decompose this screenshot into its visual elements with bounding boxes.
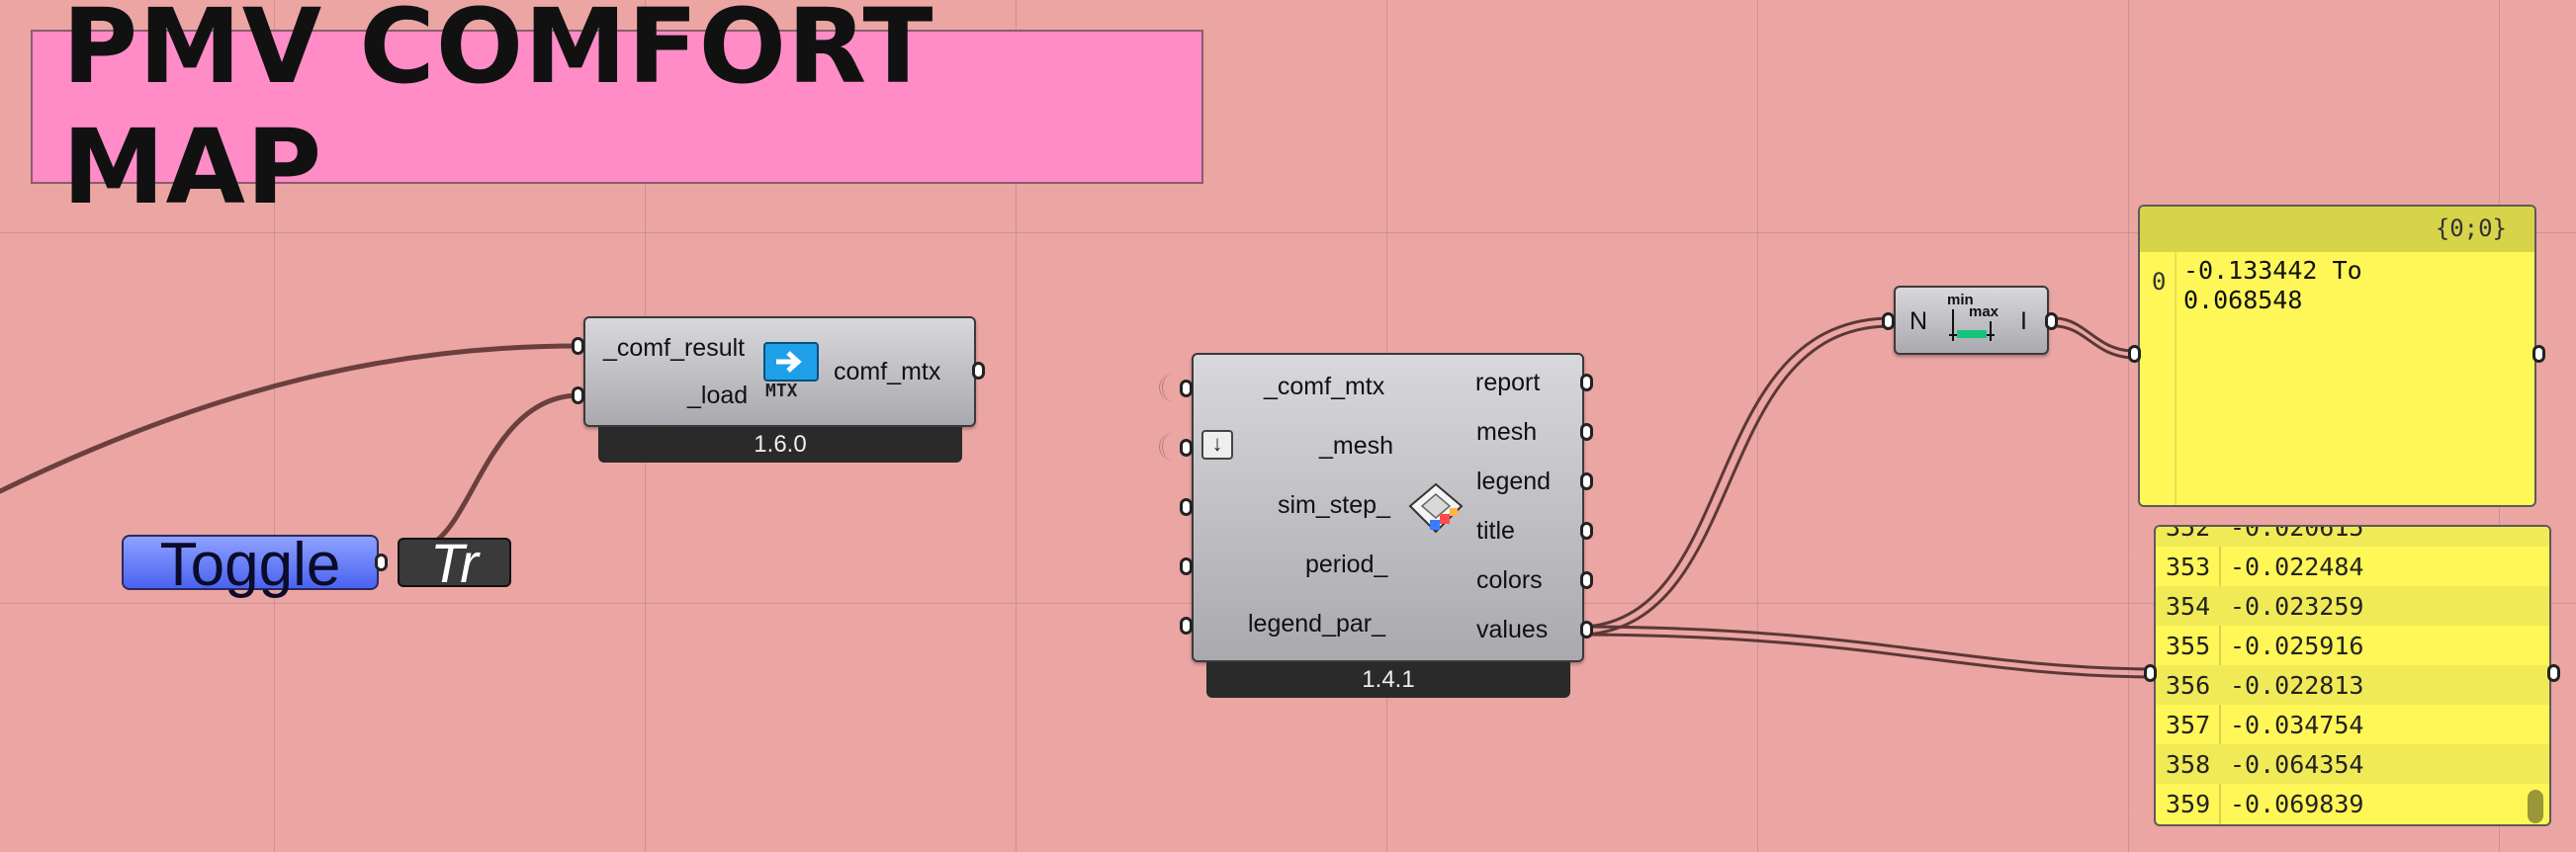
port-in-sim-step[interactable] <box>1180 498 1193 516</box>
param-ring-1 <box>1159 374 1185 401</box>
port-in-n[interactable] <box>1882 312 1895 330</box>
title-group: PMV COMFORT MAP <box>31 0 1203 227</box>
values-panel[interactable]: 352 -0.020615 353 -0.022484 354 -0.02325… <box>2154 525 2551 826</box>
input-load: _load <box>687 382 749 409</box>
port-out-report[interactable] <box>1580 374 1593 391</box>
port-in-period[interactable] <box>1180 557 1193 575</box>
row-value: -0.023259 <box>2230 592 2364 621</box>
row-index: 354 <box>2166 592 2211 621</box>
row-value: -0.064354 <box>2230 750 2364 779</box>
output-comf-mtx: comf_mtx <box>834 358 941 385</box>
mesh-grid-icon <box>1408 482 1464 534</box>
row-index: 352 <box>2166 525 2211 542</box>
param-ring-2 <box>1159 433 1185 461</box>
map-version-badge: 1.4.1 <box>1206 662 1570 698</box>
output-mesh: mesh <box>1476 418 1538 446</box>
toggle-value: Tr <box>398 532 511 594</box>
list-item: 356 -0.022813 <box>2156 665 2549 705</box>
list-item: 355 -0.025916 <box>2156 626 2549 665</box>
input-mesh: _mesh <box>1319 432 1394 460</box>
wire-load <box>432 392 582 545</box>
toggle-value-text: Tr <box>430 531 479 594</box>
range-panel[interactable]: {0;0} 0 -0.133442 To 0.068548 <box>2138 205 2536 507</box>
port-values-panel-in[interactable] <box>2144 664 2157 682</box>
row-value: -0.034754 <box>2230 711 2364 739</box>
row-index: 355 <box>2166 632 2211 660</box>
port-out-title[interactable] <box>1580 522 1593 540</box>
wire-values-to-panel-b <box>1586 633 2152 679</box>
row-value: -0.022813 <box>2230 671 2364 700</box>
row-value: -0.022484 <box>2230 553 2364 581</box>
mtx-version-badge: 1.6.0 <box>598 427 962 463</box>
range-panel-value-line2: 0.068548 <box>2183 286 2303 314</box>
list-item: 359 -0.069839 <box>2156 784 2549 823</box>
port-out-colors[interactable] <box>1580 571 1593 589</box>
row-index: 357 <box>2166 711 2211 739</box>
output-values: values <box>1476 616 1549 643</box>
min-label: min <box>1947 292 1974 308</box>
input-legend-par: legend_par_ <box>1248 610 1386 638</box>
range-panel-index-column <box>2175 252 2176 505</box>
range-panel-index: 0 <box>2152 268 2167 296</box>
input-n: N <box>1910 307 1928 335</box>
port-load[interactable] <box>572 386 584 404</box>
wire-bounds-to-panel-b <box>2056 324 2133 360</box>
comf-mtx-component[interactable]: _comf_result _load MTX comf_mtx <box>583 316 976 427</box>
values-panel-scrollbar[interactable] <box>2528 790 2543 823</box>
output-i: I <box>2020 307 2027 335</box>
wire-values-to-bounds-a <box>1586 316 1890 629</box>
port-in-comf-mtx[interactable] <box>1180 380 1193 397</box>
max-label: max <box>1969 303 1999 320</box>
boolean-toggle[interactable]: Toggle <box>122 531 379 599</box>
output-legend: legend <box>1476 468 1552 495</box>
arrow-down-icon[interactable]: ↓ <box>1201 430 1233 460</box>
mtx-icon: MTX <box>763 342 821 403</box>
wire-values-to-panel-a <box>1586 625 2152 671</box>
output-colors: colors <box>1476 566 1543 594</box>
list-item-partial: 352 -0.020615 <box>2156 525 2549 547</box>
input-comf-result: _comf_result <box>603 334 746 362</box>
port-range-panel-out[interactable] <box>2532 345 2545 363</box>
output-report: report <box>1475 369 1541 396</box>
range-panel-value-line1: -0.133442 To <box>2183 256 2362 285</box>
list-item: 354 -0.023259 <box>2156 586 2549 626</box>
list-item: 357 -0.034754 <box>2156 705 2549 744</box>
row-index: 356 <box>2166 671 2211 700</box>
row-value: -0.025916 <box>2230 632 2364 660</box>
bounds-component[interactable]: N min max I <box>1894 286 2049 355</box>
port-out-i[interactable] <box>2045 312 2058 330</box>
port-toggle-out[interactable] <box>375 554 388 571</box>
port-in-legend-par[interactable] <box>1180 617 1193 635</box>
toggle-label: Toggle <box>159 530 341 599</box>
wire-values-to-bounds-b <box>1586 324 1890 637</box>
row-index: 359 <box>2166 790 2211 818</box>
output-title: title <box>1476 517 1515 545</box>
port-out-mesh[interactable] <box>1580 423 1593 441</box>
port-values-panel-out[interactable] <box>2547 664 2560 682</box>
row-value: -0.020615 <box>2230 525 2364 542</box>
list-item: 353 -0.022484 <box>2156 547 2549 586</box>
row-index: 353 <box>2166 553 2211 581</box>
list-item: 358 -0.064354 <box>2156 744 2549 784</box>
port-out-values[interactable] <box>1580 621 1593 639</box>
port-comf-mtx-out[interactable] <box>972 362 985 380</box>
input-period: period_ <box>1305 551 1388 578</box>
input-sim-step: sim_step_ <box>1278 491 1390 519</box>
range-panel-path: {0;0} <box>2435 214 2507 242</box>
min-max-icon: min max <box>1943 292 2002 351</box>
input-comf-mtx: _comf_mtx <box>1264 373 1385 400</box>
pmv-map-component[interactable]: _comf_mtx ↓ _mesh sim_step_ period_ lege… <box>1192 353 1584 662</box>
range-panel-header: {0;0} <box>2140 207 2534 252</box>
port-out-legend[interactable] <box>1580 472 1593 490</box>
row-value: -0.069839 <box>2230 790 2364 818</box>
page-title: PMV COMFORT MAP <box>62 0 934 227</box>
row-index: 358 <box>2166 750 2211 779</box>
port-comf-result[interactable] <box>572 337 584 355</box>
port-in-mesh[interactable] <box>1180 439 1193 457</box>
wire-comf-result <box>0 343 582 494</box>
port-range-panel-in[interactable] <box>2128 345 2141 363</box>
mtx-icon-text: MTX <box>765 381 798 401</box>
wire-bounds-to-panel-a <box>2056 316 2133 353</box>
